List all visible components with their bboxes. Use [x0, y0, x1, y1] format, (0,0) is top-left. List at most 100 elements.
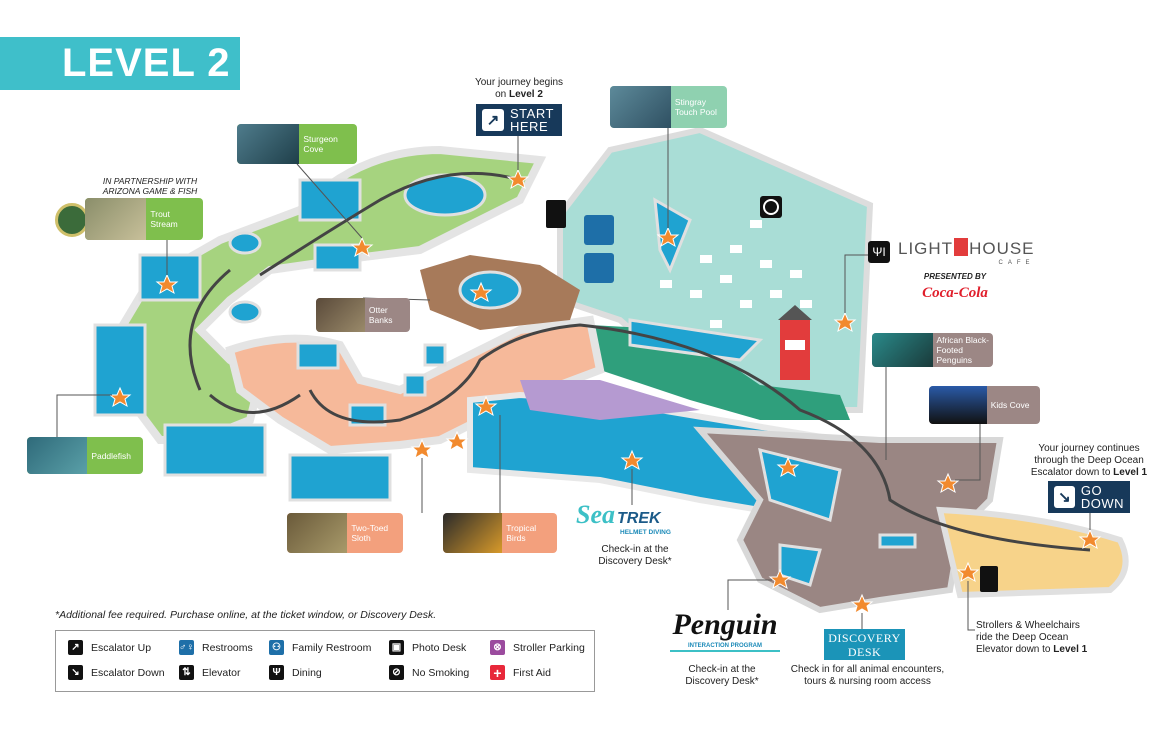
- seatrek-note1: Check-in at the: [601, 544, 669, 555]
- penguin-note1: Check-in at the: [688, 664, 756, 675]
- legend-label: Elevator: [202, 666, 241, 679]
- exhibit-tag-two-toed-sloth[interactable]: Two-Toed Sloth: [287, 513, 403, 553]
- exhibit-label: Kids Cove: [990, 400, 1030, 410]
- exhibit-label: Paddlefish: [91, 450, 132, 461]
- penguin-pool: [758, 447, 842, 522]
- map-amenities: [546, 196, 998, 592]
- exhibit-tag-sturgeon-cove[interactable]: Sturgeon Cove: [237, 124, 357, 164]
- level-title: LEVEL 2: [0, 37, 240, 90]
- legend-label: Photo Desk: [412, 641, 467, 654]
- map-legend: ↗Escalator Up ↘Escalator Down ♂♀Restroom…: [55, 630, 595, 692]
- lighthouse-structure: [778, 305, 812, 380]
- exhibit-photo: [85, 198, 147, 240]
- elevator-icon: ⇅: [179, 665, 194, 680]
- exhibit-tag-otter-banks[interactable]: Otter Banks: [316, 298, 410, 332]
- penguin-logo-text: Penguin: [672, 608, 778, 641]
- legend-label: Escalator Down: [91, 666, 165, 679]
- go-down-line3: Escalator down to: [1030, 467, 1111, 478]
- seatrek-note: Check-in at the Discovery Desk*: [585, 544, 685, 568]
- star-icon: [850, 593, 874, 615]
- exhibit-label: Tropical Birds: [506, 523, 537, 543]
- penguin-interaction-pool: [778, 543, 822, 587]
- legend-item: ⚇Family Restroom: [269, 640, 371, 655]
- tank: [423, 343, 447, 367]
- exhibit-tanks: [93, 173, 917, 587]
- start-intro: Your journey begins: [474, 77, 564, 88]
- strollers-line1: Strollers & Wheelchairs: [976, 620, 1080, 631]
- star-icon: [350, 236, 374, 258]
- exhibit-label: Sturgeon Cove: [303, 134, 338, 154]
- legend-label: First Aid: [513, 666, 551, 679]
- star-icon: [656, 226, 680, 248]
- penguin-note2: Discovery Desk*: [685, 676, 759, 687]
- go-down-sign-line1: GO: [1080, 483, 1103, 498]
- exhibit-tag-tropical-birds[interactable]: Tropical Birds: [443, 513, 557, 553]
- strollers-level: Level 1: [1053, 644, 1088, 655]
- start-intro-prefix: on: [495, 89, 507, 100]
- legend-item: ⇅ Elevator: [179, 665, 241, 680]
- tank: [288, 453, 392, 502]
- exhibit-label: Stingray Touch Pool: [674, 97, 717, 117]
- discovery-desk-sign[interactable]: DISCOVERY DESK: [824, 629, 905, 660]
- star-icon: [768, 568, 792, 590]
- cafe-tables: [660, 220, 812, 328]
- legend-label: Escalator Up: [91, 641, 152, 654]
- star-icon: [956, 561, 980, 583]
- exhibit-tag-kids-cove[interactable]: Kids Cove: [929, 386, 1040, 424]
- seatrek-logo-sea: Sea: [576, 500, 615, 529]
- family-restroom-icon: [584, 253, 614, 283]
- tank: [313, 243, 362, 272]
- game-and-fish-seal: [55, 203, 89, 237]
- exhibit-tag-paddlefish[interactable]: Paddlefish: [27, 437, 143, 474]
- exhibit-tag-trout-stream[interactable]: Trout Stream: [85, 198, 203, 240]
- partnership-note: IN PARTNERSHIP WITH ARIZONA GAME & FISH: [80, 176, 220, 196]
- start-sign-line1: START: [510, 106, 554, 121]
- tank: [163, 423, 267, 477]
- discovery-line2: DESK: [847, 645, 882, 659]
- seatrek-logo-sub: HELMET DIVING: [620, 529, 671, 536]
- fee-footnote: *Additional fee required. Purchase onlin…: [55, 609, 437, 621]
- family-restroom-icon: ⚇: [269, 640, 284, 655]
- presented-by: PRESENTED BY: [923, 272, 987, 281]
- dining-icon: ΨI: [868, 241, 890, 263]
- star-icon: [445, 430, 469, 452]
- star-icon: [108, 386, 132, 408]
- sturgeon-tank: [298, 178, 362, 222]
- visitor-route: [188, 171, 1091, 552]
- logo-sub: CAFE: [998, 260, 1035, 266]
- legend-label: Dining: [292, 666, 322, 679]
- exhibit-tag-african-penguins[interactable]: African Black-Footed Penguins: [872, 333, 993, 367]
- star-icon: [474, 395, 498, 417]
- tank: [628, 318, 764, 362]
- discovery-line1: DISCOVERY: [828, 631, 901, 645]
- exhibit-photo: [27, 437, 88, 474]
- tank: [403, 373, 427, 397]
- trout-tank: [138, 253, 202, 302]
- elevator-icon: [980, 566, 998, 592]
- exhibit-stars: [108, 168, 1102, 615]
- go-down-line2: through the Deep Ocean: [1034, 455, 1144, 466]
- exhibit-photo: [287, 513, 348, 553]
- discovery-note1: Check in for all animal encounters,: [790, 664, 945, 675]
- first-aid-icon: +: [490, 665, 505, 681]
- exhibit-tag-stingray-touch-pool[interactable]: Stingray Touch Pool: [610, 86, 727, 128]
- round-tank: [228, 231, 262, 255]
- exhibit-photo: [610, 86, 671, 128]
- discovery-note2: tours & nursing room access: [804, 676, 931, 687]
- legend-label: Restrooms: [202, 641, 253, 654]
- legend-item: Ψ Dining: [269, 665, 322, 680]
- exhibit-photo: [237, 124, 300, 164]
- penguin-program-logo[interactable]: Penguin INTERACTION PROGRAM: [670, 608, 780, 652]
- go-down-line1: Your journey continues: [1038, 443, 1140, 454]
- dining-icon: Ψ: [269, 665, 284, 680]
- sponsor-logo: Coca-Cola: [922, 285, 988, 301]
- stroller-icon: ⊗: [490, 640, 505, 655]
- seatrek-note2: Discovery Desk*: [598, 556, 672, 567]
- restroom-icon: ♂♀: [179, 640, 194, 655]
- photo-desk-icon: ▣: [389, 640, 404, 655]
